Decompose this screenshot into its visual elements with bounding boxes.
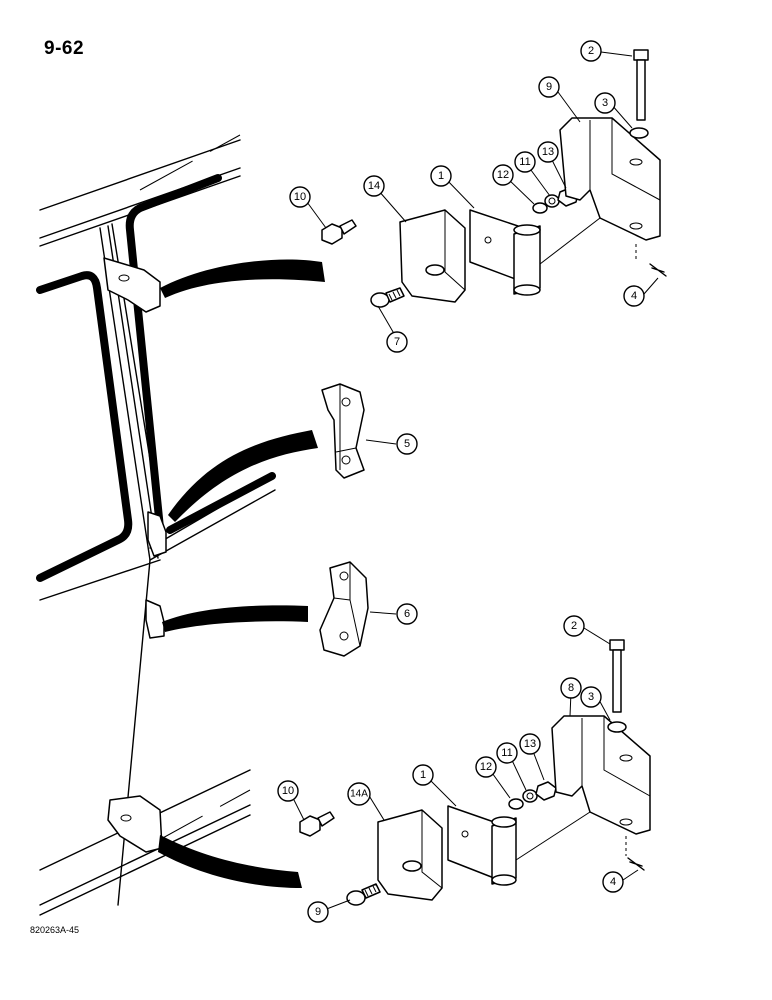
callout-3-bottom: 3 [580, 686, 602, 708]
hinge-bracket-8 [515, 715, 651, 861]
leader-swooshes [158, 259, 325, 888]
callout-11-bottom: 11 [496, 742, 518, 764]
callout-1-top: 1 [430, 165, 452, 187]
callout-label: 3 [588, 691, 594, 703]
callout-label: 1 [438, 170, 444, 182]
callout-2-top: 2 [580, 40, 602, 62]
bolt-9-top [321, 219, 357, 245]
illustration-reference: 820263A-45 [30, 925, 80, 935]
callout-14A: 14A [347, 782, 371, 806]
callout-label: 13 [524, 738, 536, 750]
bracket-5 [321, 383, 365, 479]
callout-6: 6 [396, 603, 418, 625]
callout-2-bottom: 2 [563, 615, 585, 637]
washers-nut-bottom [508, 781, 557, 810]
callout-label: 14 [368, 180, 380, 192]
callout-label: 4 [631, 290, 637, 302]
callout-label: 2 [588, 45, 594, 57]
callout-10-bottom: 9 [307, 901, 329, 923]
top-hinge-assembly [321, 49, 667, 308]
callout-8: 8 [560, 677, 582, 699]
hinge-bracket-7 [539, 117, 661, 265]
callout-label: 1 [420, 769, 426, 781]
callout-label: 5 [404, 438, 410, 450]
callout-label: 6 [404, 608, 410, 620]
callout-label: 9 [546, 81, 552, 93]
cotter-pin-4-bottom [627, 857, 645, 871]
washer-3-bottom [607, 721, 627, 733]
callout-label: 10 [282, 785, 294, 797]
callout-12-top: 12 [492, 164, 514, 186]
plate-14-top [399, 209, 466, 303]
callout-label: 11 [501, 747, 512, 759]
washer-3-top [629, 127, 649, 139]
callout-label: 13 [542, 146, 554, 158]
callout-label: 10 [294, 191, 306, 203]
callout-7: 9 [538, 76, 560, 98]
callout-4-bottom: 4 [602, 871, 624, 893]
callout-label: 7 [394, 336, 400, 348]
hinge-plate-1-top [469, 209, 541, 296]
bolt-9-bottom [299, 811, 335, 837]
callout-13-top: 13 [537, 141, 559, 163]
callout-label: 2 [571, 620, 577, 632]
callout-label: 14A [350, 789, 368, 800]
callout-label: 8 [568, 682, 574, 694]
callout-3-top: 3 [594, 92, 616, 114]
callout-1-bottom: 1 [412, 764, 434, 786]
pin-2-top [633, 49, 649, 121]
callout-label: 11 [519, 156, 530, 168]
callout-label: 9 [315, 906, 321, 918]
cotter-pin-4-top [649, 263, 667, 277]
callout-label: 12 [480, 761, 492, 773]
callout-14: 14 [363, 175, 385, 197]
callout-12-bottom: 12 [475, 756, 497, 778]
callout-label: 4 [610, 876, 616, 888]
hinge-plate-1-bottom [447, 805, 517, 886]
callout-9-bottom: 10 [277, 780, 299, 802]
carriage-bolt-10-bottom [346, 883, 381, 906]
callout-5: 5 [396, 433, 418, 455]
callout-label: 3 [602, 97, 608, 109]
callout-label: 12 [497, 169, 509, 181]
page-number: 9-62 [44, 38, 85, 59]
callout-4-top: 4 [623, 285, 645, 307]
bottom-hinge-assembly [299, 639, 651, 906]
callout-10-top: 7 [386, 331, 408, 353]
callout-13-bottom: 13 [519, 733, 541, 755]
pin-2-bottom [609, 639, 625, 713]
cab-door-frame [36, 134, 276, 916]
callout-9-top: 10 [289, 186, 311, 208]
callout-11-top: 11 [514, 151, 536, 173]
plate-14A [377, 809, 443, 901]
bracket-6 [319, 561, 369, 657]
carriage-bolt-10-top [370, 287, 405, 308]
